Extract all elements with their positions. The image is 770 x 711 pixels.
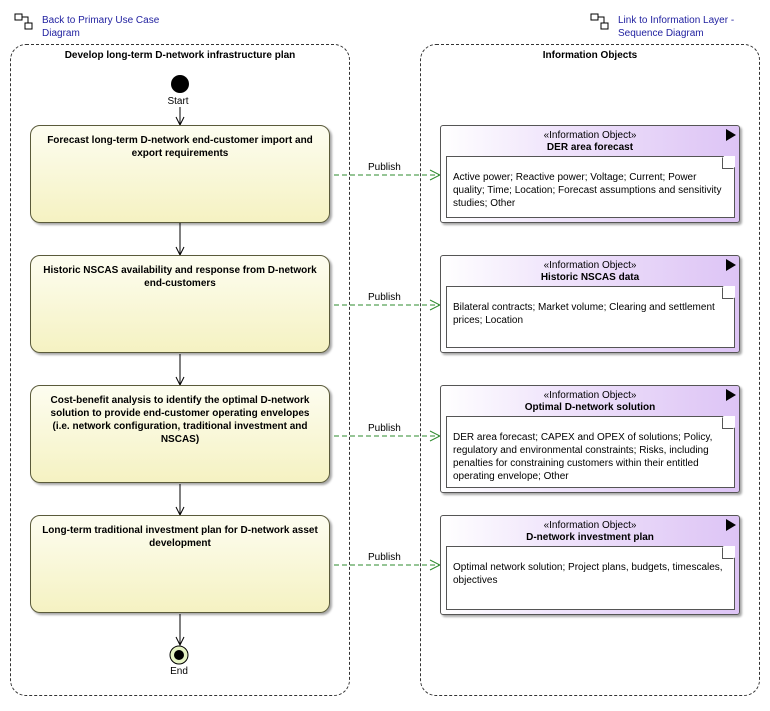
info-note: Bilateral contracts; Market volume; Clea… (446, 286, 735, 348)
info-object-d-network-investment-plan[interactable]: «Information Object» D-network investmen… (440, 515, 740, 615)
end-label: End (170, 666, 188, 677)
info-name: Optimal D-network solution (524, 402, 656, 413)
action-cost-benefit-analysis[interactable]: Cost-benefit analysis to identify the op… (30, 385, 330, 483)
note-fold-icon (722, 417, 734, 429)
action-label: Forecast long-term D-network end-custome… (47, 135, 313, 159)
info-name: D-network investment plan (526, 532, 654, 543)
back-link-text[interactable]: Back to Primary Use Case Diagram (42, 15, 160, 39)
info-note: Active power; Reactive power; Voltage; C… (446, 156, 735, 218)
start-label: Start (167, 96, 189, 107)
info-note: DER area forecast; CAPEX and OPEX of sol… (446, 416, 735, 488)
partition-title: Develop long-term D-network infrastructu… (64, 50, 296, 61)
info-stereotype: «Information Object» (543, 130, 637, 141)
note-text: Optimal network solution; Project plans,… (453, 562, 723, 586)
note-fold-icon (722, 547, 734, 559)
flag-icon (726, 389, 736, 401)
info-note: Optimal network solution; Project plans,… (446, 546, 735, 610)
activity-partition: Develop long-term D-network infrastructu… (10, 44, 350, 696)
action-label: Historic NSCAS availability and response… (43, 265, 317, 289)
action-investment-plan[interactable]: Long-term traditional investment plan fo… (30, 515, 330, 613)
publish-label: Publish (368, 552, 401, 563)
flag-icon (726, 259, 736, 271)
info-stereotype: «Information Object» (543, 390, 637, 401)
note-fold-icon (722, 157, 734, 169)
info-object-optimal-d-network-solution[interactable]: «Information Object» Optimal D-network s… (440, 385, 740, 493)
diagram-link-icon (14, 13, 33, 30)
action-forecast-requirements[interactable]: Forecast long-term D-network end-custome… (30, 125, 330, 223)
info-name: DER area forecast (546, 142, 634, 153)
action-label: Long-term traditional investment plan fo… (42, 525, 318, 549)
back-to-primary-use-case-link[interactable]: Back to Primary Use Case Diagram (14, 13, 160, 40)
publish-label: Publish (368, 292, 401, 303)
flag-icon (726, 129, 736, 141)
information-objects-partition: Information Objects (420, 44, 760, 696)
action-label: Cost-benefit analysis to identify the op… (50, 395, 310, 445)
info-name: Historic NSCAS data (540, 272, 640, 283)
flag-icon (726, 519, 736, 531)
forward-link-text[interactable]: Link to Information Layer - Sequence Dia… (618, 15, 735, 39)
info-object-der-area-forecast[interactable]: «Information Object» DER area forecast A… (440, 125, 740, 223)
diagram-link-icon (590, 13, 609, 30)
note-fold-icon (722, 287, 734, 299)
link-to-information-layer[interactable]: Link to Information Layer - Sequence Dia… (590, 13, 735, 40)
partition-title: Information Objects (542, 50, 638, 61)
publish-label: Publish (368, 162, 401, 173)
info-object-historic-nscas-data[interactable]: «Information Object» Historic NSCAS data… (440, 255, 740, 353)
info-stereotype: «Information Object» (543, 260, 637, 271)
publish-label: Publish (368, 423, 401, 434)
note-text: Bilateral contracts; Market volume; Clea… (453, 302, 715, 326)
note-text: DER area forecast; CAPEX and OPEX of sol… (453, 432, 713, 482)
end-node-inner (174, 650, 184, 660)
info-stereotype: «Information Object» (543, 520, 637, 531)
start-node (171, 75, 189, 93)
action-historic-nscas[interactable]: Historic NSCAS availability and response… (30, 255, 330, 353)
note-text: Active power; Reactive power; Voltage; C… (453, 172, 722, 209)
